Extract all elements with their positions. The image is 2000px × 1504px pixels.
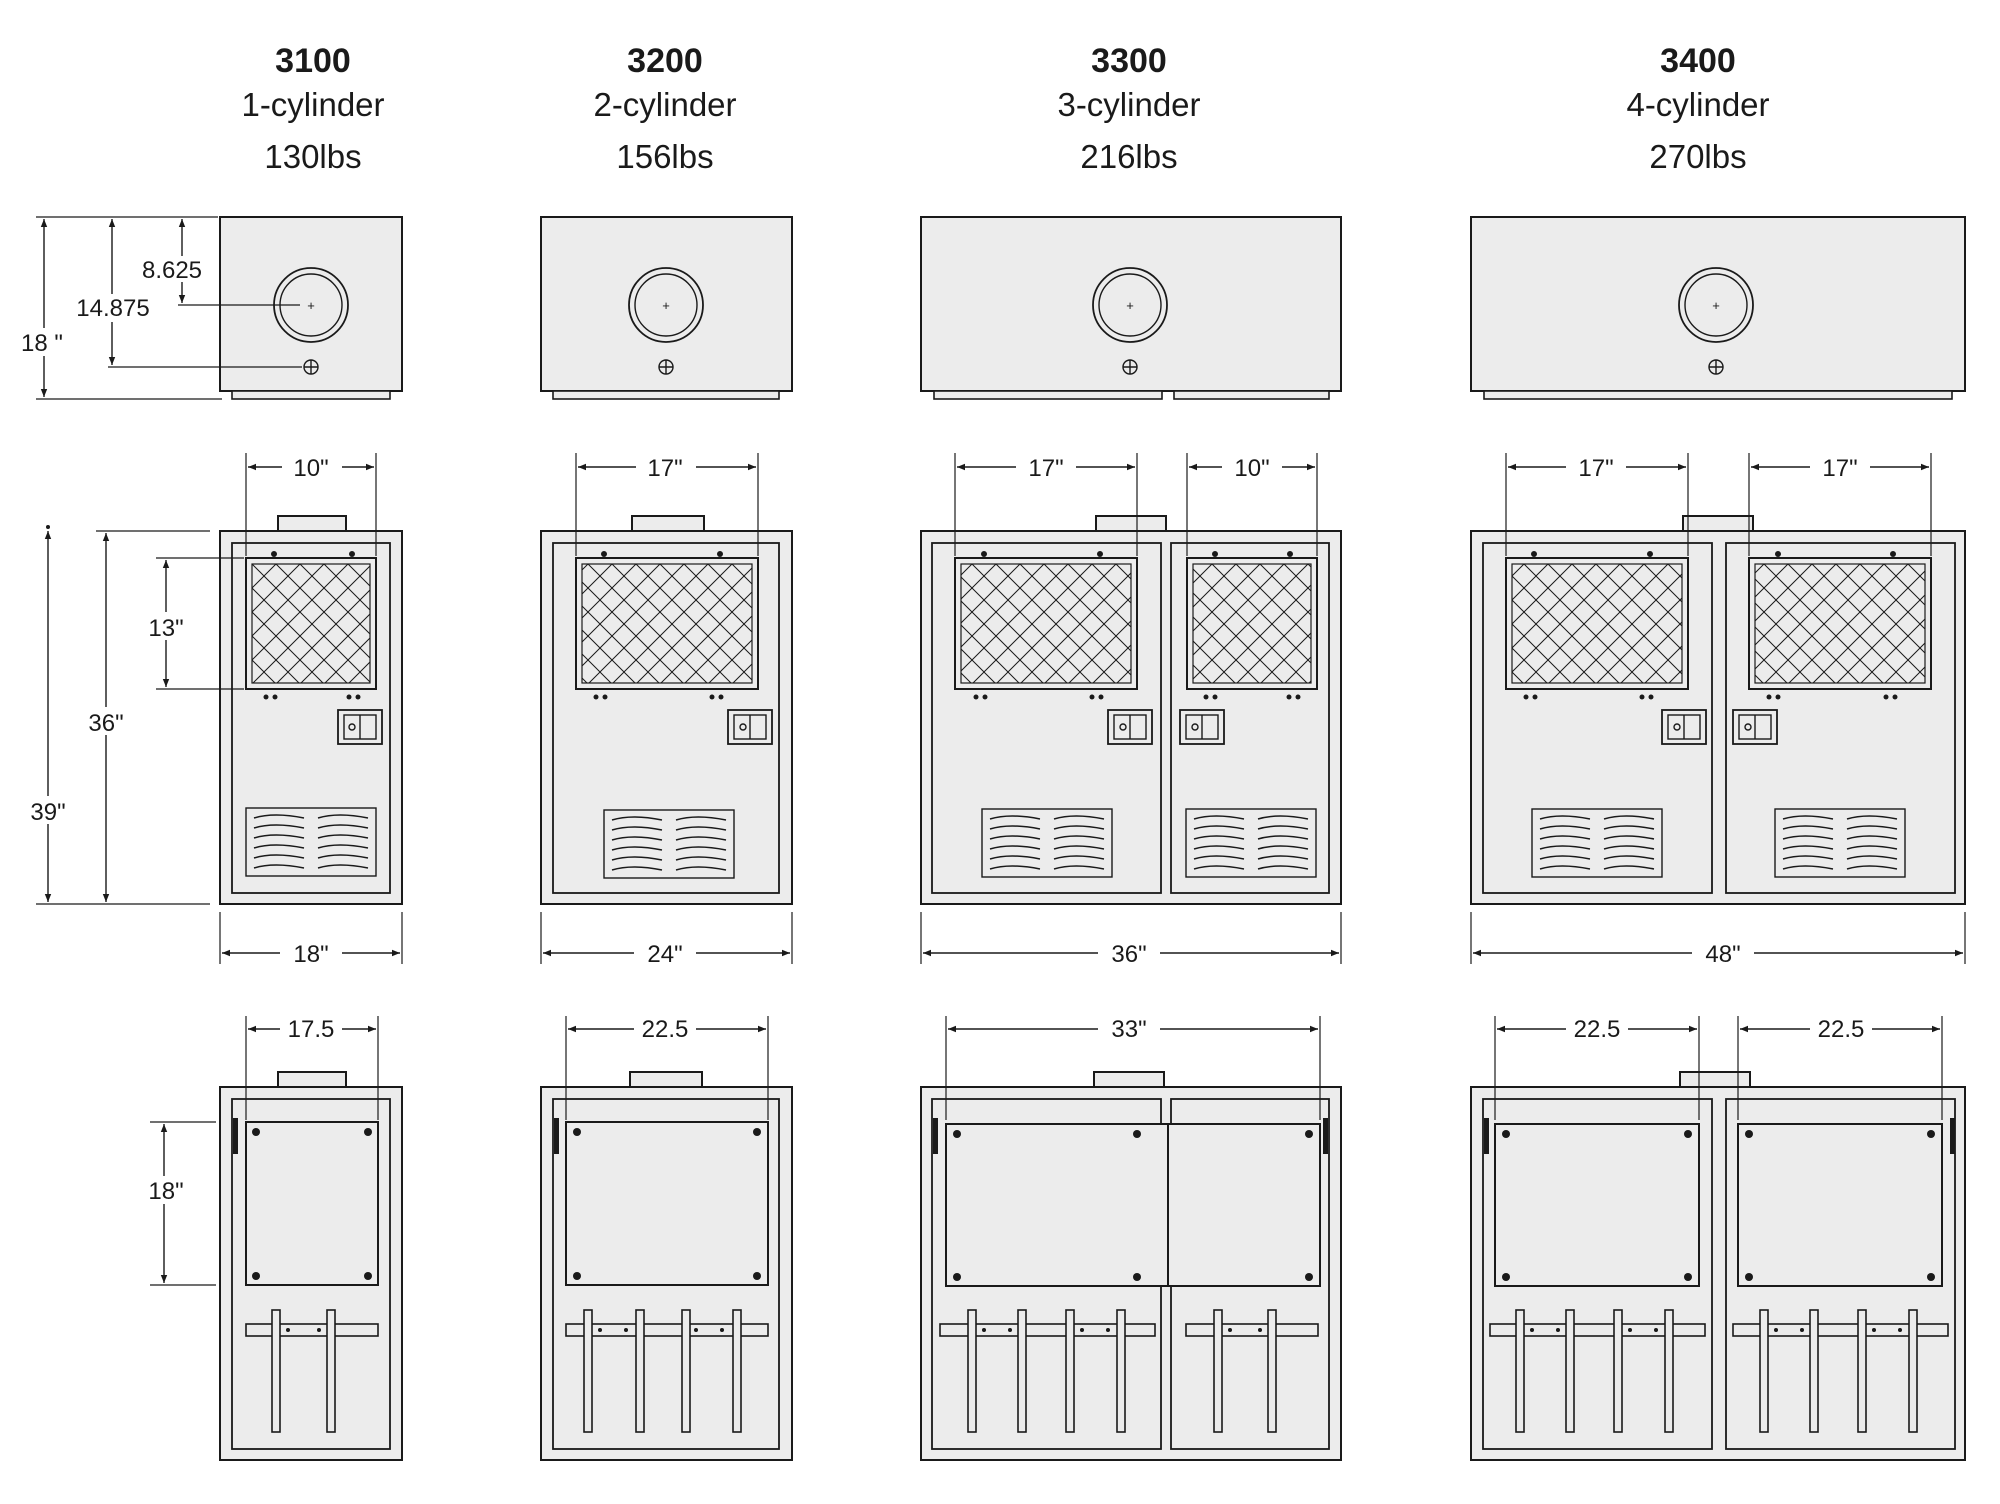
back-view-3200: [540, 1071, 793, 1461]
dim-width: 24": [647, 941, 682, 968]
front-view-3300: [920, 515, 1342, 905]
dim-total-height: 39": [30, 799, 65, 826]
dim-grill-width: 17": [647, 455, 682, 482]
front-view-3100: [219, 515, 403, 905]
model-cylinders: 2-cylinder: [593, 86, 736, 123]
model-header-3300: 3300 3-cylinder 216lbs: [1057, 42, 1200, 175]
top-dimensions: 18 " 14.875 8.625: [16, 216, 302, 400]
model-number: 3200: [627, 42, 703, 80]
svg-text:+: +: [1712, 298, 1720, 313]
dim-back-span: 33": [1111, 1016, 1146, 1043]
model-weight: 216lbs: [1080, 138, 1177, 175]
front-dimensions-3400: 17" 17" 48": [1470, 451, 1966, 968]
model-weight: 156lbs: [616, 138, 713, 175]
dim-width: 36": [1111, 941, 1146, 968]
dim-panel-height: 18": [148, 1178, 183, 1205]
dim-back-span: 22.5: [1818, 1016, 1865, 1043]
dim-grill-width: 17": [1822, 455, 1857, 482]
model-header-3200: 3200 2-cylinder 156lbs: [593, 42, 736, 175]
top-view-3200: +: [540, 216, 793, 400]
model-number: 3400: [1660, 42, 1736, 80]
model-cylinders: 1-cylinder: [241, 86, 384, 123]
model-cylinders: 4-cylinder: [1626, 86, 1769, 123]
svg-text:+: +: [307, 298, 315, 313]
back-view-3400: [1470, 1071, 1966, 1461]
dim-grill-height: 13": [148, 615, 183, 642]
back-dimensions-3200: 22.5: [565, 1014, 769, 1120]
dim-top-height: 18 ": [21, 330, 63, 357]
model-weight: 130lbs: [264, 138, 361, 175]
svg-text:+: +: [1126, 298, 1134, 313]
back-view-3300: [920, 1071, 1342, 1461]
model-cylinders: 3-cylinder: [1057, 86, 1200, 123]
svg-text:+: +: [662, 298, 670, 313]
dim-width: 18": [293, 941, 328, 968]
model-number: 3100: [275, 42, 351, 80]
dim-cabinet-height: 36": [88, 710, 123, 737]
front-dimensions-3100: 10" 13" 36" 39" 18": [20, 451, 403, 968]
dim-grill-width: 10": [1234, 455, 1269, 482]
front-dimensions-3200: 17" 24": [540, 451, 793, 968]
model-header-3400: 3400 4-cylinder 270lbs: [1626, 42, 1769, 175]
back-dimensions-3300: 33": [945, 1014, 1321, 1120]
top-view-3300: +: [920, 216, 1342, 400]
back-dimensions-3100: 17.5 18": [138, 1014, 379, 1286]
front-dimensions-3300: 17" 10" 36": [920, 451, 1342, 968]
dim-port-offset: 8.625: [142, 257, 202, 284]
dim-back-span: 22.5: [642, 1016, 689, 1043]
top-view-3400: +: [1470, 216, 1966, 400]
back-view-3100: [219, 1071, 403, 1461]
model-weight: 270lbs: [1649, 138, 1746, 175]
front-view-3200: [540, 515, 793, 905]
dim-width: 48": [1705, 941, 1740, 968]
dim-grill-width: 10": [293, 455, 328, 482]
dim-grill-width: 17": [1578, 455, 1613, 482]
front-view-3400: [1470, 515, 1966, 905]
dim-back-span: 22.5: [1574, 1016, 1621, 1043]
dim-grill-width: 17": [1028, 455, 1063, 482]
model-header-3100: 3100 1-cylinder 130lbs: [241, 42, 384, 175]
back-dimensions-3400: 22.5 22.5: [1494, 1014, 1943, 1120]
dim-port-center: 14.875: [76, 295, 149, 322]
dim-back-span: 17.5: [288, 1016, 335, 1043]
model-number: 3300: [1091, 42, 1167, 80]
top-view-3100: +: [219, 216, 403, 400]
